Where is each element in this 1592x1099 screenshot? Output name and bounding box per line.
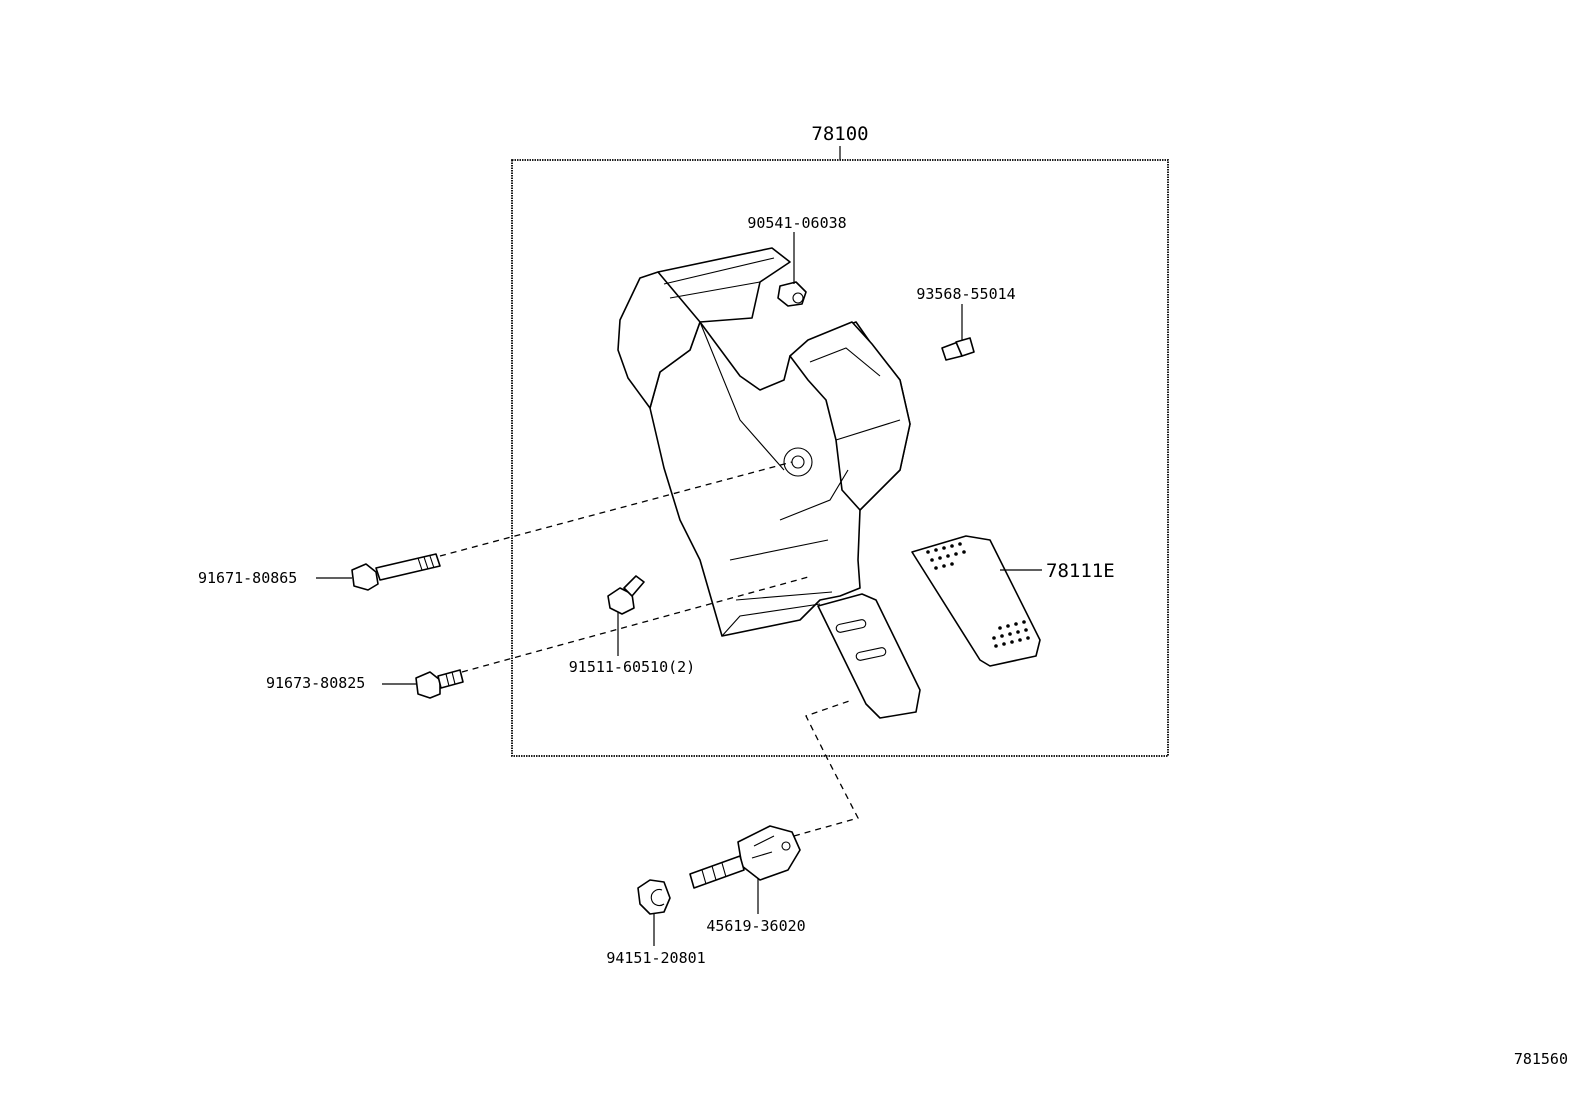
screw-right-label[interactable]: 93568-55014 — [916, 285, 1015, 303]
bolt-middle-label[interactable]: 91511-60510(2) — [569, 658, 695, 676]
stopper-drawing — [689, 699, 859, 914]
nut-bottom-label[interactable]: 94151-20801 — [606, 949, 705, 967]
nut-top-drawing — [777, 232, 807, 307]
pedal-arm-drawing — [817, 593, 921, 719]
figure-code-label: 781560 — [1514, 1050, 1568, 1068]
screw-right-drawing — [941, 304, 975, 361]
bolt-middle-drawing — [607, 575, 645, 656]
assembly-frame — [511, 159, 1169, 757]
pad-label[interactable]: 78111E — [1046, 560, 1115, 582]
stopper-label[interactable]: 45619-36020 — [706, 917, 805, 935]
pedal-bracket-drawing — [617, 247, 911, 637]
nut-top-label[interactable]: 90541-06038 — [747, 214, 846, 232]
bolt-short-label[interactable]: 91673-80825 — [266, 674, 365, 692]
pedal-pad-drawing — [911, 535, 1041, 667]
bolt-long-label[interactable]: 91671-80865 — [198, 569, 297, 587]
bolt-short-drawing — [382, 575, 813, 699]
pivot-hole — [783, 447, 813, 477]
nut-bottom-drawing — [637, 879, 671, 946]
bolt-long-drawing — [316, 461, 793, 591]
assembly-number-label[interactable]: 78100 — [811, 123, 868, 145]
